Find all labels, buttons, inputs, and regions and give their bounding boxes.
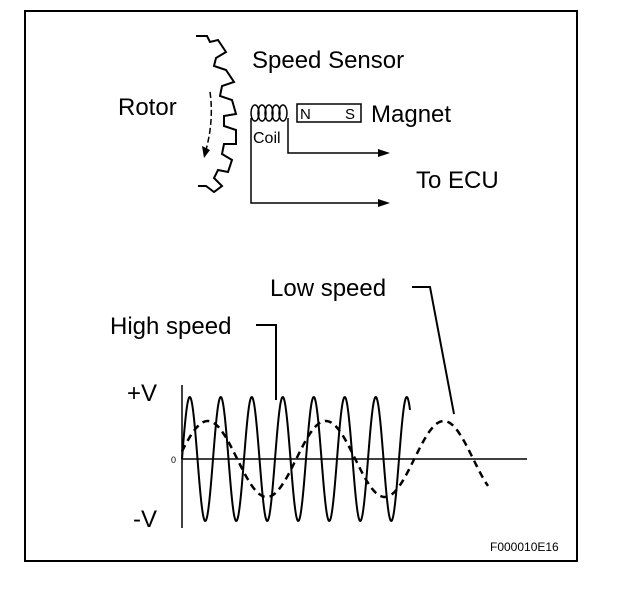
magnet-n-label: N xyxy=(300,106,311,123)
magnet-label: Magnet xyxy=(371,101,451,128)
coil-lead-upper xyxy=(287,118,378,154)
rotation-arrow xyxy=(205,91,213,151)
high-speed-label: High speed xyxy=(110,313,231,340)
high-speed-callout-line xyxy=(256,324,277,400)
low-speed-label: Low speed xyxy=(270,275,386,302)
magnet-s-label: S xyxy=(345,106,355,123)
to-ecu-label: To ECU xyxy=(416,167,499,194)
rotor-teeth xyxy=(196,35,238,194)
magnet xyxy=(296,103,362,123)
figure-frame xyxy=(24,10,578,562)
low-speed-callout-line xyxy=(412,286,455,415)
coil-label: Coil xyxy=(253,130,281,147)
minus-v-label: -V xyxy=(133,506,157,533)
speed-sensor-label: Speed Sensor xyxy=(252,47,404,74)
low-speed-waveform xyxy=(180,419,490,499)
coil-lead-lower xyxy=(250,118,378,204)
plus-v-label: +V xyxy=(127,380,157,407)
zero-label: 0 xyxy=(171,455,176,465)
coil-winding xyxy=(250,104,288,122)
figure-code: F000010E16 xyxy=(490,540,559,554)
rotation-arrow-head xyxy=(202,146,210,158)
arrow-to-ecu-lower xyxy=(378,199,390,207)
high-speed-waveform xyxy=(181,396,411,522)
arrow-to-ecu-upper xyxy=(378,149,390,157)
rotor-label: Rotor xyxy=(118,94,177,121)
